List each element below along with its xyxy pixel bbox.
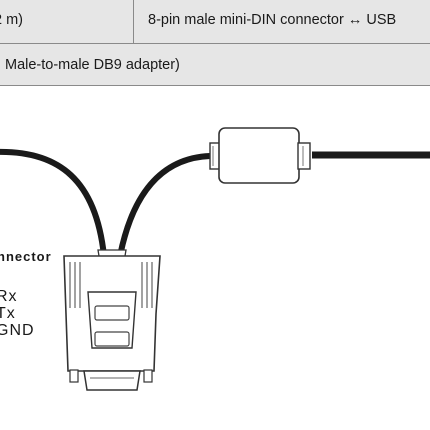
pin-label-gnd: GND [0,322,35,339]
y-cable [117,153,213,259]
connector-description: 8-pin male mini-DIN connector ↔ USB [148,12,396,28]
left-cable [0,149,107,259]
cable-diagram: nnector Rx Tx GND [0,86,430,430]
pin-label-tx: Tx [0,305,16,322]
usb-text: USB [362,12,397,28]
adapter-description: Male-to-male DB9 adapter) [5,57,180,73]
connector-label: nnector [0,249,52,264]
connector-text: 8-pin male mini-DIN connector [148,12,348,28]
table-cell-connector: 8-pin male mini-DIN connector ↔ USB [134,0,430,43]
table-cell-length: 2 m) [0,0,134,43]
pin-label-rx: Rx [0,288,18,305]
cable-illustration [0,127,430,391]
spec-table: 2 m) 8-pin male mini-DIN connector ↔ USB… [0,0,430,86]
usb-converter-box [209,127,311,184]
table-row: Male-to-male DB9 adapter) [0,44,430,86]
bidirectional-arrow-icon: ↔ [347,12,363,28]
db9-connector [63,249,161,391]
table-row: 2 m) 8-pin male mini-DIN connector ↔ USB [0,0,430,44]
cable-length-text: 2 m) [0,12,23,28]
